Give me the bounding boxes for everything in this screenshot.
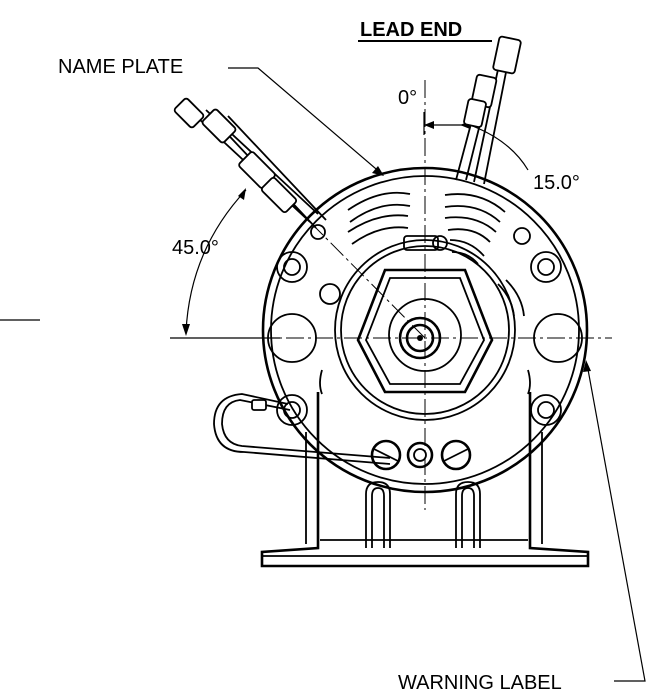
warning-label-leader: [583, 360, 646, 682]
motor-housing: [261, 166, 589, 494]
angle-45-label: 45.0°: [172, 237, 219, 259]
angle-15-dimension: [423, 112, 529, 171]
mounting-bracket: [260, 392, 590, 568]
vent-slots: [319, 191, 531, 395]
lead-wires-top: [455, 35, 522, 185]
lead-end-title: LEAD END: [360, 19, 462, 41]
name-plate-label: NAME PLATE: [58, 56, 183, 78]
lead-45-centerline: [315, 227, 426, 339]
ground-wire: [213, 393, 391, 465]
angle-15-label: 15.0°: [533, 172, 580, 194]
lead-wires-left: [173, 97, 327, 229]
angle-zero-label: 0°: [398, 87, 417, 109]
warning-label-text: WARNING LABEL: [398, 672, 562, 694]
ground-screws: [370, 439, 472, 471]
shaft-hex-nut: [356, 268, 494, 394]
